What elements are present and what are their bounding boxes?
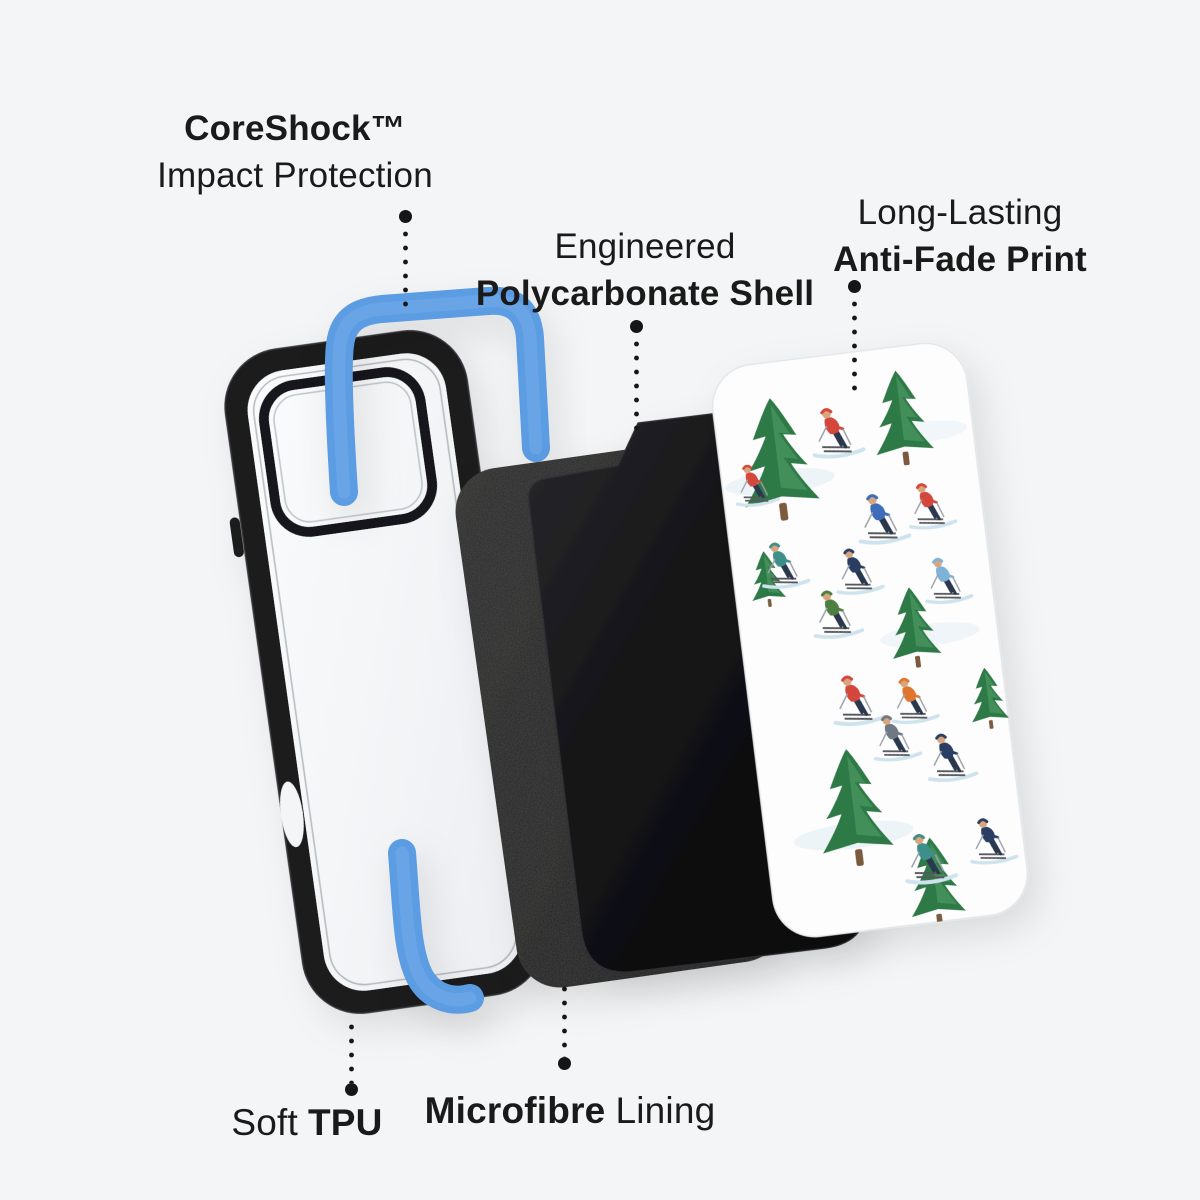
callout-coreshock-title: CoreShock™ [184,109,406,148]
leader-tpu [345,1016,358,1096]
coreshock-corners [324,286,550,1014]
callout-print-title: Anti-Fade Print [833,239,1087,279]
callout-shell: Engineered Polycarbonate Shell [455,224,835,318]
leader-shell-line [634,333,639,432]
callout-print: Long-Lasting Anti-Fade Print [770,190,1150,284]
leader-lining [558,978,571,1070]
leader-tpu-line [349,1016,354,1083]
callout-tpu-light: Soft [231,1102,299,1143]
side-button-left [229,517,244,558]
leader-coreshock-dot [399,210,412,223]
callout-tpu-bold: TPU [308,1102,383,1143]
leader-print-dot [848,280,861,293]
printed-back-plate [711,342,1029,938]
leader-print [848,280,861,398]
leader-coreshock [399,210,412,312]
leader-lining-dot [558,1057,571,1070]
leader-coreshock-line [403,223,408,312]
callout-shell-title: Polycarbonate Shell [475,273,815,313]
coreshock-corner-top-highlight [332,294,543,499]
mute-slider-cutout [280,781,304,848]
leader-print-line [852,293,857,398]
leader-shell-dot [630,320,643,333]
leader-shell [630,320,643,432]
callout-coreshock: CoreShock™ Impact Protection [105,106,485,200]
coreshock-corner-bottom-highlight [395,846,477,1007]
callout-lining-bold: Microfibre [424,1090,606,1131]
callout-lining-light: Lining [615,1090,716,1131]
ski-pattern [725,367,1020,930]
callout-coreshock-subtitle: Impact Protection [157,155,433,195]
callout-print-subtitle: Long-Lasting [857,193,1063,232]
frame-clear-window [247,353,523,991]
leader-lining-line [562,978,567,1057]
leader-tpu-dot [345,1083,358,1096]
callout-shell-subtitle: Engineered [554,227,736,266]
